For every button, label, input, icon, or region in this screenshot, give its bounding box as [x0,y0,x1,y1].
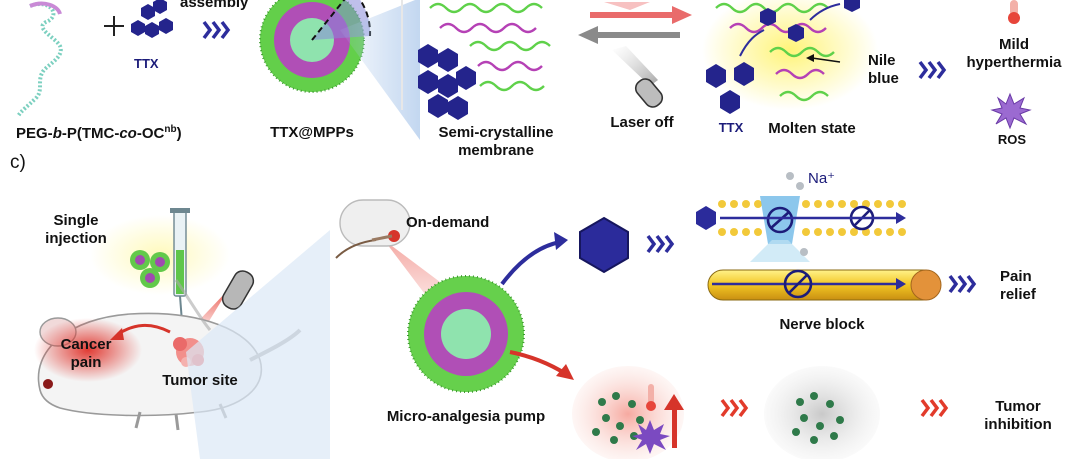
ttx-hexagon-large [579,216,629,274]
polymer-part-b: b [52,125,62,142]
plus-sign [104,16,124,36]
equilibrium-arrows [578,2,692,44]
micelle-label: TTX@MPPs [270,124,354,141]
zoom-beam-panel-c [186,230,330,459]
syringe-icon [170,208,190,323]
polymer-part-pre: PEG- [16,125,53,142]
chevrons-tumor-2 [920,398,949,418]
polymer-chain [16,1,63,118]
cancer-pain-label-1: Cancer [60,336,112,353]
micelle-trio [130,250,170,288]
heat-arrow [509,350,568,376]
tumor-cluster-treated [764,366,880,459]
zoom-beam-top [340,0,420,140]
panel-letter-c: c) [10,152,26,173]
chevrons-assembly [202,20,231,40]
chevrons-ttx [646,234,675,254]
polymer-part-mid1: -P(TMC- [61,125,120,142]
hyperthermia-label-1: Mild [999,36,1029,53]
pain-relief-label-2: relief [1000,286,1036,303]
sodium-channel-membrane [718,172,906,262]
micelle-panel-c [407,275,525,393]
release-arrow [500,240,561,286]
assembly-label: assembly [180,0,249,11]
ttx-label-right: TTX [718,120,744,135]
tumor-cluster-heated [572,366,684,459]
polymer-label: PEG-b-P(TMC-co-OCnb) [16,124,182,143]
polymer-part-co: co [119,125,137,142]
sodium-ion-label: Na⁺ [808,170,836,187]
micelle-top [259,0,372,93]
polymer-part-mid2: -OC [136,125,165,142]
ttx-label-left: TTX [134,56,159,71]
cancer-pain-glow [34,318,142,382]
membrane-ttx-block [418,44,476,120]
laser-device-off [612,46,664,108]
ttx-hexagon-membrane [696,206,716,230]
nerve-block-label: Nerve block [779,316,865,333]
free-ttx-hexes [706,62,754,114]
heat-arrowhead [556,364,574,380]
pain-signal-arrowhead [110,328,124,340]
single-injection-label-2: injection [45,230,107,247]
thermometer-icon [1008,0,1020,24]
on-demand-label: On-demand [406,214,490,231]
tumor-site-label: Tumor site [162,372,238,389]
molten-state-label: Molten state [768,120,856,137]
chevrons-pain-relief [948,274,977,294]
nile-label-2: blue [868,70,899,87]
tumor-inhibition-label-2: inhibition [984,416,1052,433]
single-injection-label-1: Single [53,212,99,229]
nile-label-1: Nile [868,52,896,69]
cancer-pain-label-2: pain [70,354,102,371]
pain-relief-label-1: Pain [1000,268,1032,285]
laser-off-label: Laser off [610,114,674,131]
ros-burst-icon [990,92,1032,130]
membrane-label-1: Semi-crystalline [438,124,554,141]
polymer-part-sup: nb [164,124,177,135]
ttx-hex-cluster [131,0,173,38]
hyperthermia-label-2: hyperthermia [966,54,1062,71]
chevrons-tumor-1 [720,398,749,418]
ros-label: ROS [997,132,1027,147]
nerve-axon [707,269,942,301]
release-arrowhead [554,232,568,250]
tumor-inhibition-label-1: Tumor [995,398,1041,415]
micro-analgesia-pump-label: Micro-analgesia pump [386,408,546,425]
membrane-label-2: membrane [458,142,534,159]
membrane-semicrystalline [429,2,551,92]
polymer-part-post: ) [176,125,182,142]
chevrons-hyperthermia [918,60,947,80]
